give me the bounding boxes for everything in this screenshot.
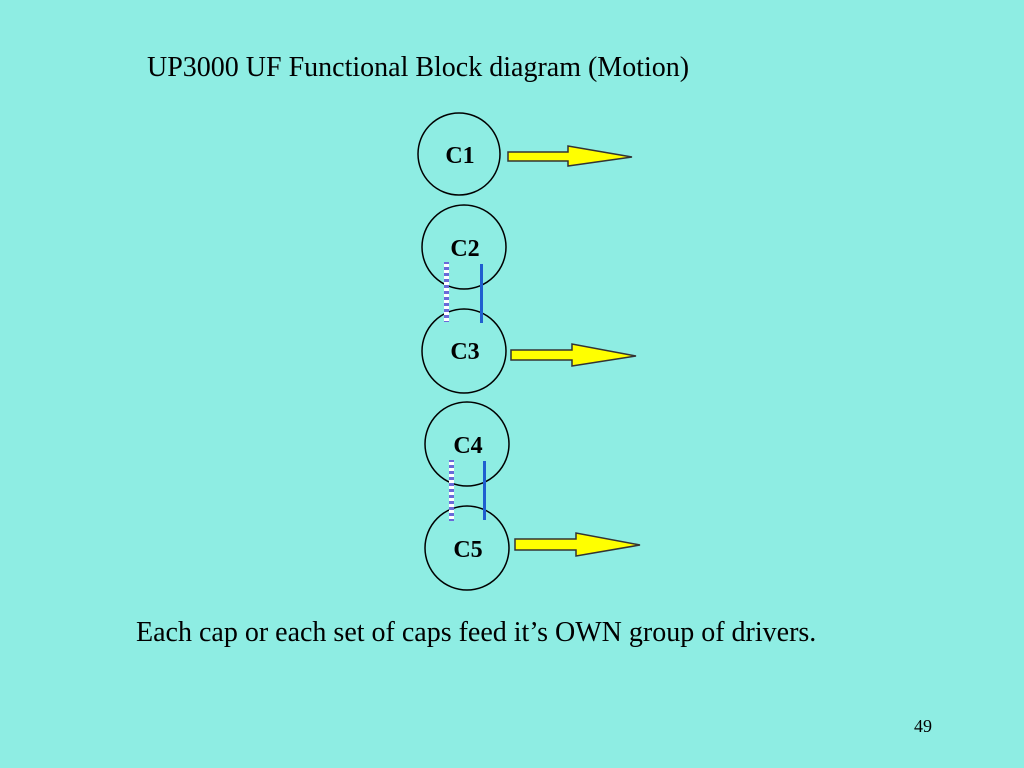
capacitor-c3: C3 (421, 308, 507, 394)
capacitor-c1: C1 (417, 112, 501, 196)
capacitor-c3-circle (421, 308, 507, 394)
capacitor-c5-circle (424, 505, 510, 591)
capacitor-c4-label: C4 (453, 433, 482, 459)
capacitor-c4-circle (424, 401, 510, 487)
link-c4-c5 (449, 460, 486, 521)
capacitor-c2-circle (421, 204, 507, 290)
capacitor-c5: C5 (424, 505, 510, 591)
link-c4-c5-solid (483, 461, 486, 520)
capacitor-c2-label: C2 (450, 236, 479, 262)
link-c2-c3 (444, 262, 483, 323)
link-c2-c3-striped (444, 262, 449, 322)
link-c4-c5-striped (449, 460, 454, 521)
feed-arrow-c1 (507, 145, 633, 167)
capacitor-c2: C2 (421, 204, 507, 290)
capacitor-c1-label: C1 (445, 143, 474, 169)
capacitor-c4: C4 (424, 401, 510, 487)
capacitor-c5-label: C5 (453, 537, 482, 563)
feed-arrow-c5 (514, 532, 641, 557)
capacitor-c1-circle (417, 112, 501, 196)
slide-caption: Each cap or each set of caps feed it’s O… (136, 617, 817, 648)
slide-title: UP3000 UF Functional Block diagram (Moti… (147, 52, 690, 83)
feed-arrow-c3 (510, 343, 637, 367)
capacitor-c3-label: C3 (450, 339, 479, 365)
page-number: 49 (914, 716, 932, 736)
link-c2-c3-solid (480, 264, 483, 323)
